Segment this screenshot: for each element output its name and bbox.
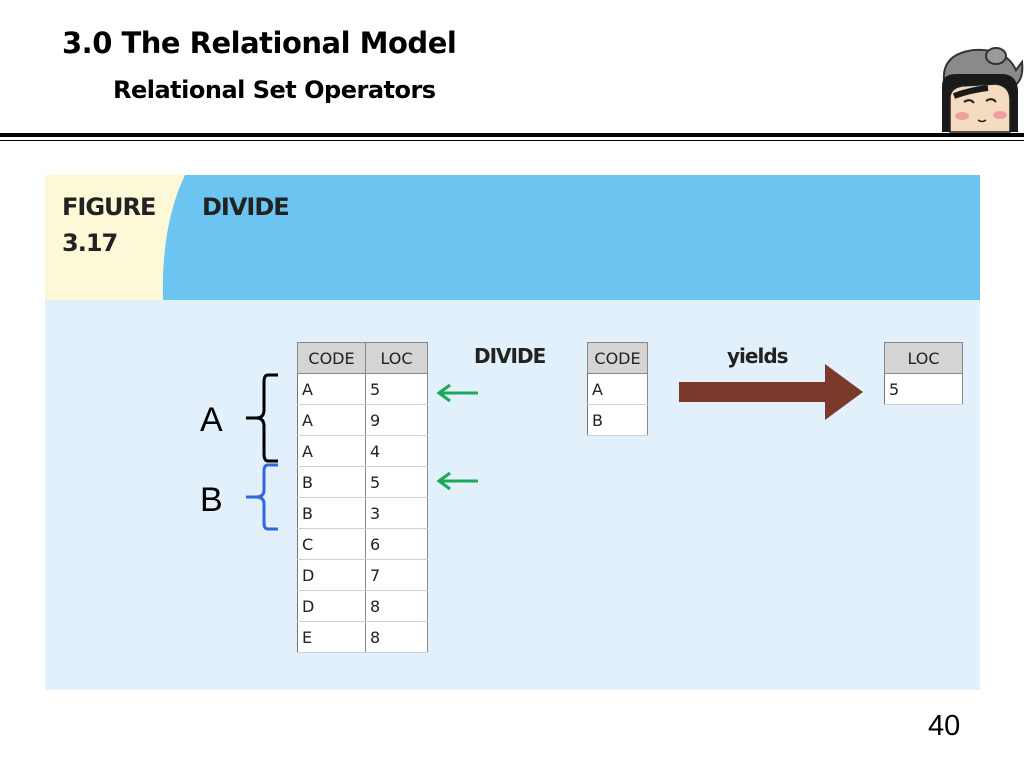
figure-header: FIGURE 3.17 DIVIDE (45, 175, 980, 300)
figure-tab (45, 175, 185, 300)
table-row: 5 (884, 373, 963, 405)
column-header-loc: LOC (884, 342, 963, 374)
cell-code: B (297, 497, 366, 529)
column-header-loc: LOC (365, 342, 428, 374)
cell-loc: 7 (365, 559, 428, 591)
figure-label-word: FIGURE (62, 193, 156, 221)
title-rule-thin (0, 140, 1024, 141)
arrow-left-icon (436, 383, 478, 403)
figure-panel: FIGURE 3.17 DIVIDE (45, 175, 980, 690)
cell-code: A (587, 373, 648, 405)
cell-code: E (297, 621, 366, 653)
cell-loc: 9 (365, 404, 428, 436)
cell-loc: 5 (884, 373, 963, 405)
brace-a-icon (246, 373, 278, 463)
cell-code: A (297, 373, 366, 405)
cell-loc: 6 (365, 528, 428, 560)
cell-code: B (587, 404, 648, 436)
cell-code: D (297, 590, 366, 622)
result-label: yields (727, 344, 789, 368)
cell-loc: 5 (365, 373, 428, 405)
cell-code: C (297, 528, 366, 560)
figure-name: DIVIDE (202, 193, 290, 221)
table-divisor: CODE A B (587, 342, 648, 436)
cell-code: A (297, 435, 366, 467)
cell-code: D (297, 559, 366, 591)
cell-loc: 8 (365, 621, 428, 653)
slide-title: 3.0 The Relational Model (62, 26, 457, 60)
column-header-code: CODE (587, 342, 648, 374)
table-row: A (587, 373, 648, 405)
group-label-b: B (200, 481, 223, 519)
slide-subtitle: Relational Set Operators (113, 76, 436, 104)
group-label-a: A (200, 401, 223, 439)
figure-label: FIGURE 3.17 (62, 189, 156, 261)
title-rule (0, 133, 1024, 137)
cell-loc: 4 (365, 435, 428, 467)
table-result: LOC 5 (884, 342, 963, 405)
operator-label: DIVIDE (474, 344, 546, 368)
figure-number: 3.17 (62, 229, 118, 257)
page-number: 40 (928, 710, 961, 742)
cell-code: B (297, 466, 366, 498)
arrow-right-icon (679, 364, 863, 420)
cell-code: A (297, 404, 366, 436)
cell-loc: 8 (365, 590, 428, 622)
mascot-icon (942, 47, 1024, 133)
brace-b-icon (246, 463, 278, 531)
cell-loc: 5 (365, 466, 428, 498)
column-header-code: CODE (297, 342, 366, 374)
table-row: B (587, 404, 648, 436)
arrow-left-icon (436, 471, 478, 491)
cell-loc: 3 (365, 497, 428, 529)
